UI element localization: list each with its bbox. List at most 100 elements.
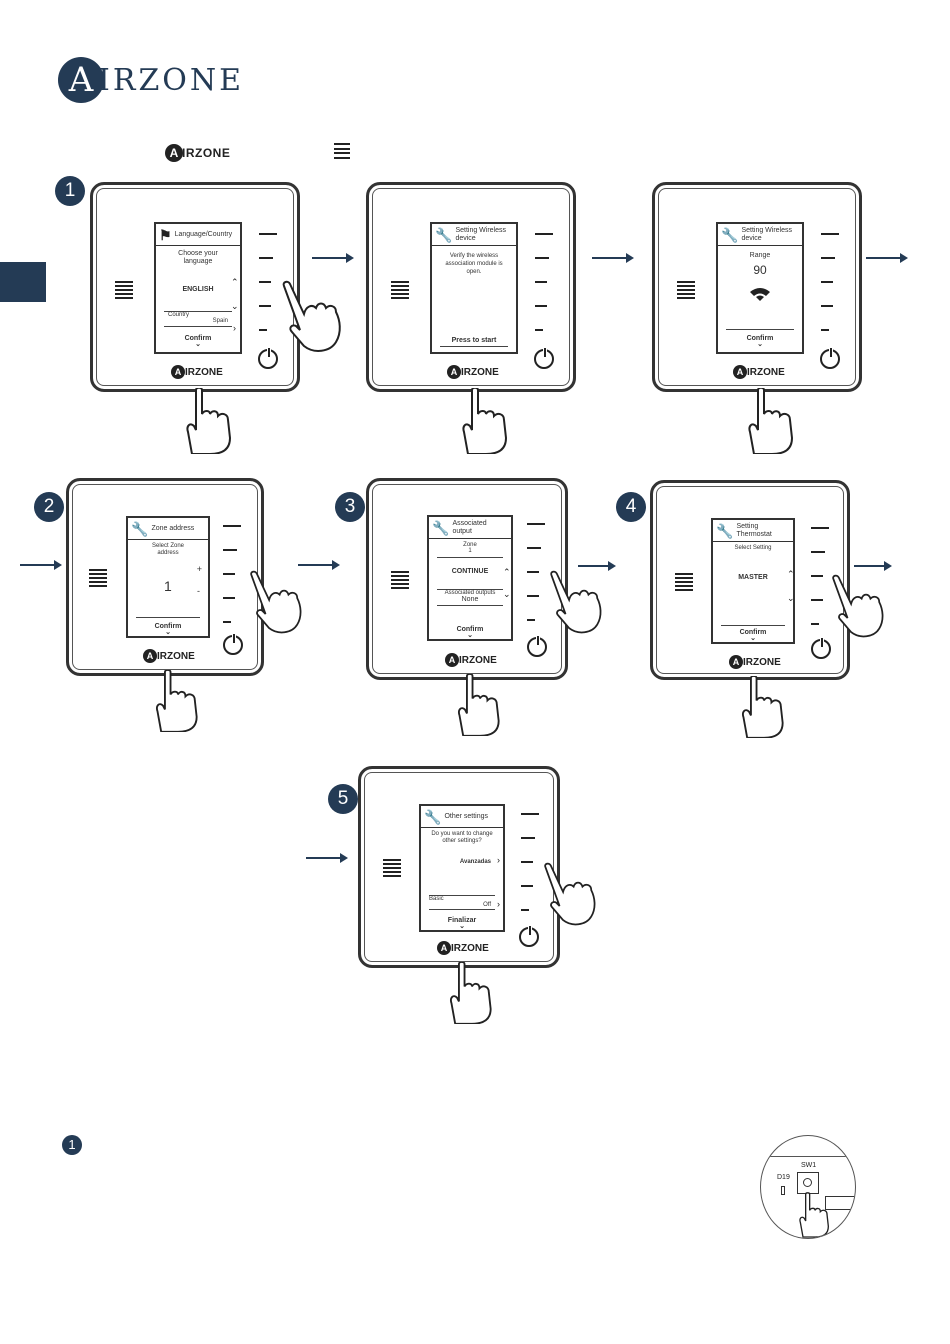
- screen-header: 🔧 Setting Wireless device: [718, 224, 802, 246]
- thermostat-device-7: 🔧 Other settings Do you want to change o…: [358, 766, 560, 968]
- menu-icon[interactable]: [391, 281, 409, 301]
- intro-logo-initial: A: [165, 144, 183, 162]
- led-label: D19: [777, 1174, 790, 1181]
- device-screen-6: 🔧 Setting Thermostat Select Setting MAST…: [711, 518, 795, 644]
- screen-header: 🔧 Setting Wireless device: [432, 224, 516, 246]
- side-buttons: [521, 813, 539, 933]
- thermostat-device-4: 🔧 Zone address Select Zone address 1 + -…: [66, 478, 264, 676]
- power-icon[interactable]: [534, 347, 554, 369]
- hand-icon: [748, 388, 794, 454]
- airzone-logo: A IRZONE: [58, 56, 244, 104]
- power-icon[interactable]: [811, 637, 831, 659]
- basic-value: Off: [483, 902, 491, 908]
- menu-icon[interactable]: [89, 569, 107, 589]
- hand-icon: [458, 674, 500, 736]
- screen-title: Setting Thermostat: [736, 522, 772, 538]
- hand-icon: [282, 280, 341, 352]
- zone-value: 1: [164, 578, 172, 594]
- thermostat-device-6: 🔧 Setting Thermostat Select Setting MAST…: [650, 480, 850, 680]
- press-to-start: Press to start: [451, 337, 497, 344]
- device-screen-2: 🔧 Setting Wireless device Verify the wir…: [430, 222, 518, 354]
- arrow-icon: [866, 253, 908, 263]
- hand-icon: [250, 570, 302, 634]
- chevron-right-icon[interactable]: ›: [497, 899, 500, 909]
- finish-label: Finalizar⌄: [447, 917, 477, 930]
- section-tab: [0, 262, 46, 302]
- hand-icon: [462, 388, 508, 454]
- thermostat-device-1: ⚑ Language/Country Choose your language …: [90, 182, 300, 392]
- side-buttons: [527, 523, 545, 643]
- menu-icon[interactable]: [675, 573, 693, 593]
- menu-icon[interactable]: [391, 571, 409, 591]
- board-connector: [825, 1196, 855, 1210]
- arrow-icon: [592, 253, 634, 263]
- screen-header: 🔧 Zone address: [128, 518, 208, 540]
- switch-detail-image: D19 SW1: [760, 1135, 856, 1239]
- power-icon[interactable]: [258, 347, 278, 369]
- side-buttons: [535, 233, 553, 353]
- outputs-label: Associated outputs: [444, 590, 496, 596]
- screen-prompt: Choose your language: [178, 250, 218, 265]
- minus-label: -: [197, 586, 200, 596]
- wifi-icon: [750, 288, 770, 301]
- thermostat-device-2: 🔧 Setting Wireless device Verify the wir…: [366, 182, 576, 392]
- thermostat-device-3: 🔧 Setting Wireless device Range 90 Confi…: [652, 182, 862, 392]
- power-icon[interactable]: [527, 635, 547, 657]
- device-screen-4: 🔧 Zone address Select Zone address 1 + -…: [126, 516, 210, 638]
- side-buttons: [811, 527, 829, 647]
- step-badge-3: 3: [335, 492, 365, 522]
- wrench-icon: 🔧: [721, 226, 739, 243]
- screen-title: Other settings: [444, 812, 489, 820]
- arrow-icon: [20, 560, 62, 570]
- chevron-right-icon[interactable]: ›: [233, 323, 236, 333]
- chevron-up-icon[interactable]: ⌃: [231, 277, 239, 287]
- chevron-down-icon[interactable]: ⌄: [231, 301, 239, 311]
- step-badge-1: 1: [55, 176, 85, 206]
- chevron-down-icon[interactable]: ⌄: [503, 589, 511, 599]
- screen-header: 🔧 Associated output: [429, 517, 511, 539]
- chevron-down-icon[interactable]: ⌄: [787, 593, 795, 603]
- logo-initial: A: [58, 57, 104, 103]
- hand-icon: [742, 676, 784, 738]
- screen-value: MASTER: [738, 574, 768, 581]
- wrench-icon: 🔧: [435, 226, 453, 243]
- wrench-icon: 🔧: [432, 519, 450, 536]
- zone-value: 1: [468, 548, 472, 554]
- menu-icon: [334, 143, 354, 161]
- menu-icon[interactable]: [677, 281, 695, 301]
- power-icon[interactable]: [820, 347, 840, 369]
- confirm-label: Confirm⌄: [154, 623, 182, 636]
- hand-icon: [799, 1192, 830, 1238]
- chevron-up-icon[interactable]: ⌃: [787, 569, 795, 579]
- screen-prompt: Select Setting: [734, 545, 772, 551]
- side-buttons: [821, 233, 839, 353]
- side-buttons: [223, 525, 241, 645]
- hand-icon: [832, 574, 884, 638]
- confirm-label: Confirm⌄: [456, 626, 484, 639]
- step-badge-2: 2: [34, 492, 64, 522]
- wrench-icon: 🔧: [131, 520, 149, 537]
- plus-label: +: [196, 564, 202, 574]
- zone-label: Zone: [463, 542, 477, 548]
- screen-header: 🔧 Setting Thermostat: [713, 520, 793, 542]
- power-icon[interactable]: [519, 925, 539, 947]
- device-screen-5: 🔧 Associated output Zone 1 CONTINUE Asso…: [427, 515, 513, 641]
- menu-icon[interactable]: [115, 281, 133, 301]
- hand-icon: [550, 570, 602, 634]
- screen-prompt: Select Zone address: [151, 543, 185, 556]
- chevron-up-icon[interactable]: ⌃: [503, 567, 511, 577]
- power-icon[interactable]: [223, 633, 243, 655]
- chevron-right-icon[interactable]: ›: [497, 855, 500, 865]
- intro-logo-text: IRZONE: [182, 146, 231, 160]
- outputs-value: None: [461, 596, 479, 603]
- screen-title: Zone address: [151, 524, 195, 532]
- menu-icon[interactable]: [383, 859, 401, 879]
- device-screen-3: 🔧 Setting Wireless device Range 90 Confi…: [716, 222, 804, 354]
- confirm-label: Confirm⌄: [739, 629, 767, 642]
- screen-title: Setting Wireless device: [741, 226, 793, 242]
